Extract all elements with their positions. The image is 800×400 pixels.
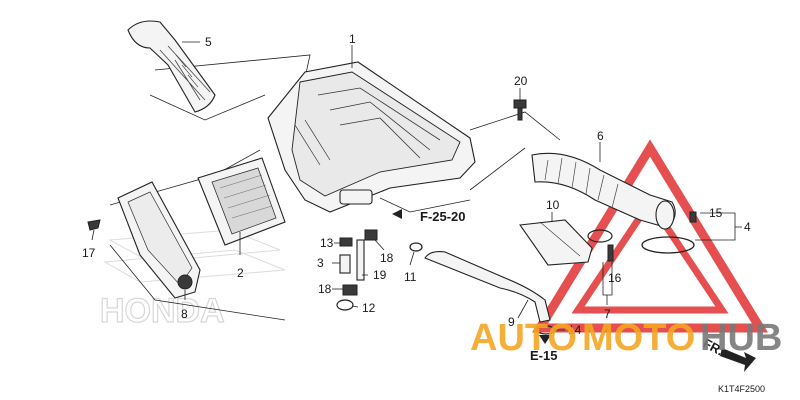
plug-part-3	[339, 254, 351, 274]
connecting-tube-part	[531, 152, 676, 230]
leader-lines	[91, 41, 742, 331]
callout-numbers: 1 2 3 4 5 6 7 8 9 10 11 12 13 14 15 16 1…	[82, 32, 751, 337]
diagram-code: K1T4F2500	[718, 384, 765, 394]
drain-tube-part	[424, 251, 551, 323]
brand-moto: MOTO	[582, 317, 695, 359]
tube-part-19	[356, 239, 365, 281]
clamp-screw-part	[587, 229, 614, 262]
callout-20: 20	[514, 74, 528, 88]
callout-8: 8	[181, 307, 188, 321]
clip-part-11	[409, 242, 423, 252]
fr-arrow-icon	[720, 348, 756, 372]
air-cleaner-housing-part	[267, 61, 476, 213]
callout-11: 11	[404, 270, 417, 284]
callout-3: 3	[317, 256, 324, 270]
callout-7: 7	[604, 307, 611, 321]
filter-element-part	[197, 157, 286, 246]
callout-15: 15	[709, 206, 723, 220]
housing-cover-part	[117, 181, 201, 299]
clamp-part-12	[336, 299, 354, 311]
small-hardware-parts	[336, 229, 423, 311]
callout-17: 17	[82, 246, 96, 260]
callout-19: 19	[373, 268, 387, 282]
reference-labels: F-25-20 E-15	[392, 209, 557, 363]
ref-label-f: F-25-20	[420, 209, 466, 224]
screw-part-17	[87, 219, 101, 231]
automotohub-watermark: AUTO MOTO HUB	[470, 317, 782, 359]
callout-4: 4	[744, 220, 751, 234]
callout-1: 1	[349, 32, 356, 46]
clip-part-13	[339, 237, 353, 247]
callout-18b: 18	[318, 282, 332, 296]
red-triangle-watermark	[531, 139, 769, 333]
callout-16: 16	[608, 271, 622, 285]
callout-14: 14	[568, 323, 582, 337]
clip-part-18b	[342, 284, 358, 296]
callout-5: 5	[205, 35, 212, 49]
bolt-part-20	[513, 99, 527, 121]
resonator-part	[519, 219, 593, 266]
callout-9: 9	[508, 315, 515, 329]
callout-2: 2	[237, 266, 244, 280]
brand-hub: HUB	[700, 317, 782, 359]
brand-auto: AUTO	[470, 317, 577, 359]
callout-10: 10	[546, 198, 560, 212]
callout-12: 12	[362, 301, 376, 315]
clip-part-18a	[364, 229, 378, 241]
clamp-band-part	[641, 211, 697, 254]
intake-snorkel-part	[127, 20, 216, 113]
ref-label-e: E-15	[530, 348, 557, 363]
callout-18a: 18	[380, 251, 394, 265]
callout-13: 13	[320, 236, 334, 250]
callout-6: 6	[597, 129, 604, 143]
honda-watermark-text: HONDA	[100, 292, 225, 330]
